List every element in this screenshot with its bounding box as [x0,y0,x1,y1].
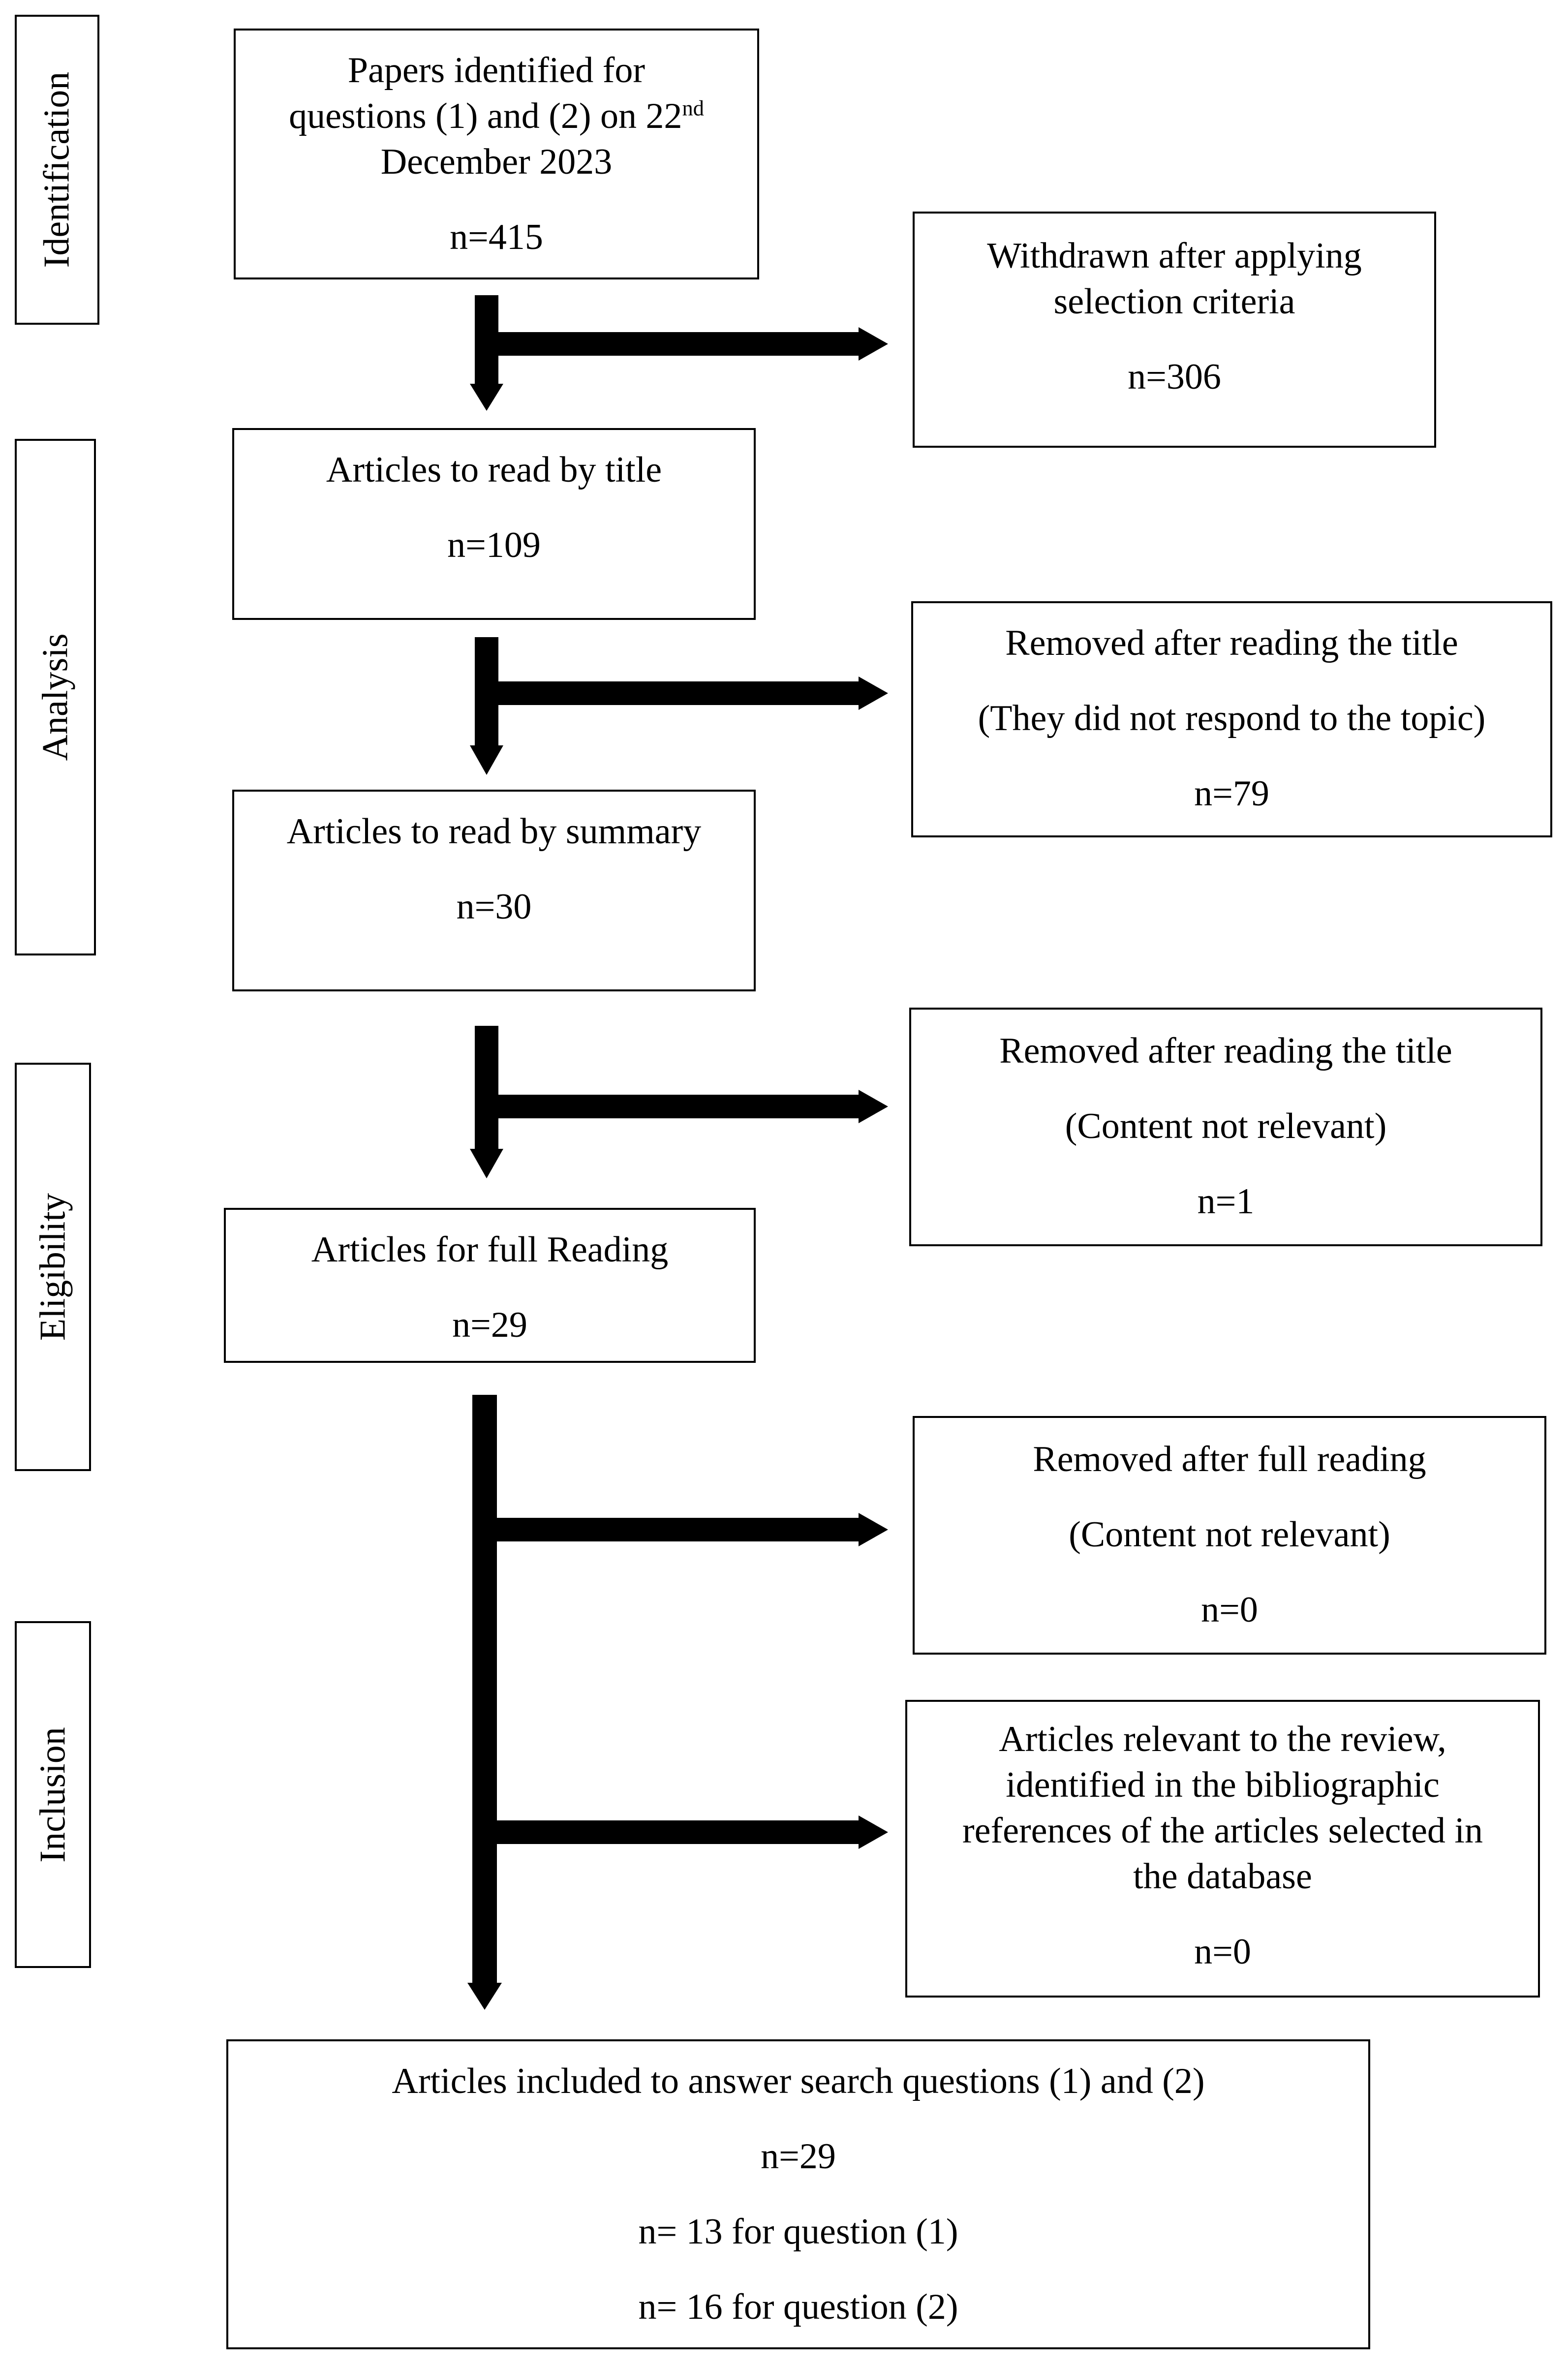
down-arrow-head-2 [470,745,503,775]
identified-line2: questions (1) and (2) on 22nd [289,95,704,136]
ordinal-suffix: nd [682,95,704,121]
withdrawn-count: n=306 [1128,357,1221,397]
full-reading-box: Articles for full Reading n=29 [224,1208,756,1363]
down-arrow-head-1 [470,384,503,411]
removed-summary-box: Removed after reading the title (Content… [909,1008,1542,1246]
included-label: Articles included to answer search quest… [392,2061,1205,2101]
identified-line1: Papers identified for [347,50,646,91]
removed-title-line1: Removed after reading the title [1005,623,1458,663]
stage-eligibility: Eligibility [15,1063,91,1471]
removed-full-line2: (Content not relevant) [1069,1514,1390,1555]
side-arrow-head-1 [859,327,888,361]
down-arrow-head-3 [470,1149,503,1178]
side-arrow-shaft-4 [497,1518,860,1541]
side-arrow-head-5 [859,1815,888,1849]
by-summary-count: n=30 [456,887,532,927]
relevant-refs-line3: references of the articles selected in [962,1811,1483,1851]
included-q2: n= 16 for question (2) [638,2287,958,2327]
side-arrow-shaft-2 [498,681,860,705]
identified-box: Papers identified for questions (1) and … [234,29,759,279]
down-arrow-shaft-3 [475,1026,498,1149]
included-count: n=29 [761,2136,836,2177]
withdrawn-box: Withdrawn after applying selection crite… [913,212,1436,448]
side-arrow-head-3 [859,1090,888,1123]
by-title-box: Articles to read by title n=109 [232,428,756,620]
side-arrow-head-4 [859,1513,888,1546]
withdrawn-line2: selection criteria [1053,281,1295,322]
removed-summary-count: n=1 [1197,1181,1255,1222]
removed-full-box: Removed after full reading (Content not … [913,1416,1546,1655]
full-reading-count: n=29 [452,1305,527,1345]
removed-title-line2: (They did not respond to the topic) [978,698,1486,738]
identified-line3: December 2023 [380,142,613,182]
stage-analysis: Analysis [15,439,96,955]
stage-inclusion: Inclusion [15,1621,91,1968]
down-arrow-shaft-4 [472,1395,497,1985]
included-box: Articles included to answer search quest… [226,2039,1370,2349]
removed-title-box: Removed after reading the title (They di… [911,601,1552,837]
removed-summary-line2: (Content not relevant) [1065,1106,1387,1146]
withdrawn-line1: Withdrawn after applying [987,236,1362,276]
by-summary-box: Articles to read by summary n=30 [232,790,756,991]
side-arrow-shaft-1 [498,332,860,356]
side-arrow-head-2 [859,677,888,710]
full-reading-label: Articles for full Reading [311,1230,669,1270]
removed-title-count: n=79 [1194,773,1269,814]
down-arrow-shaft-2 [475,637,498,745]
relevant-refs-box: Articles relevant to the review, identif… [905,1700,1540,1998]
down-arrow-head-4 [467,1983,502,2010]
relevant-refs-count: n=0 [1194,1932,1251,1972]
side-arrow-shaft-3 [498,1095,860,1118]
stage-identification: Identification [15,15,99,325]
removed-full-count: n=0 [1201,1590,1258,1630]
relevant-refs-line2: identified in the bibliographic [1006,1765,1440,1805]
removed-summary-line1: Removed after reading the title [999,1031,1452,1071]
relevant-refs-line4: the database [1133,1856,1312,1897]
by-title-label: Articles to read by title [326,450,662,490]
included-q1: n= 13 for question (1) [638,2212,958,2252]
side-arrow-shaft-5 [497,1820,860,1844]
by-summary-label: Articles to read by summary [286,811,702,852]
down-arrow-shaft-1 [475,295,498,384]
identified-count: n=415 [450,217,543,257]
relevant-refs-line1: Articles relevant to the review, [999,1719,1446,1759]
removed-full-line1: Removed after full reading [1033,1439,1426,1479]
by-title-count: n=109 [447,525,541,565]
